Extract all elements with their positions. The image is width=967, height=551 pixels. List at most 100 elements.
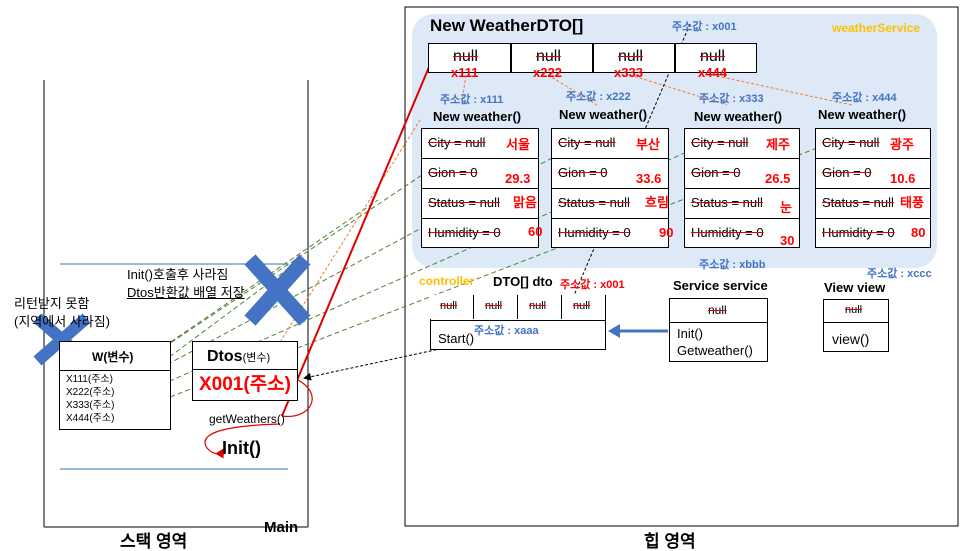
- humidity-value: 60: [528, 224, 543, 239]
- city-value: 제주: [766, 137, 790, 152]
- controller-null: null: [440, 300, 458, 312]
- service-method: Init(): [677, 326, 703, 341]
- array-cell-old: null: [453, 48, 478, 65]
- city-old: City = null: [428, 135, 486, 150]
- view-method: view(): [832, 331, 870, 347]
- controller-label: controller: [419, 274, 475, 288]
- dtos-variable-box: Dtos(변수) X001(주소): [192, 341, 298, 401]
- return-curve-right: [281, 379, 313, 417]
- gion-value: 10.6: [890, 171, 916, 186]
- view-null: null: [845, 304, 863, 316]
- controller-dto-array: [430, 295, 605, 319]
- status-value: 흐림: [645, 195, 669, 210]
- controller-null: null: [485, 300, 503, 312]
- array-cell-new: x111: [451, 65, 479, 80]
- note-dtos-store: Dtos반환값 배열 저장: [127, 285, 245, 300]
- array-cell-old: null: [618, 48, 643, 65]
- humidity-old: Humidity = 0: [428, 225, 501, 240]
- gion-old: Gion = 0: [691, 165, 741, 180]
- controller-null: null: [573, 300, 591, 312]
- array-cell-old: null: [536, 48, 561, 65]
- city-old: City = null: [691, 135, 749, 150]
- view-title: View view: [824, 280, 886, 295]
- humidity-value: 80: [911, 225, 926, 240]
- gion-old: Gion = 0: [822, 165, 872, 180]
- weather-object: [684, 128, 800, 248]
- heap-border: [404, 6, 959, 527]
- dtos-reference-line: [303, 335, 501, 381]
- array-title: New WeatherDTO[]: [430, 16, 584, 35]
- weather-object: [421, 128, 539, 248]
- weather-object: [551, 128, 669, 248]
- controller-start: Start(): [438, 331, 475, 346]
- object-address: 주소값 : x333: [699, 93, 764, 105]
- heap-caption: 힙 영역: [644, 532, 696, 551]
- x-mark-large: [244, 254, 311, 326]
- status-value: 눈: [780, 200, 792, 215]
- status-old: Status = null: [691, 195, 763, 210]
- w-variable-box: W(변수) X111(주소) X222(주소) X333(주소) X444(주소…: [59, 341, 171, 430]
- status-value: 맑음: [513, 195, 537, 210]
- humidity-old: Humidity = 0: [822, 225, 895, 240]
- humidity-value: 90: [659, 225, 674, 240]
- init-call: Init(): [222, 438, 261, 458]
- service-object: [669, 298, 768, 362]
- status-old: Status = null: [822, 195, 894, 210]
- w-item: X222(주소): [66, 387, 115, 398]
- status-value: 태풍: [900, 195, 924, 210]
- w-item: X444(주소): [66, 413, 115, 424]
- array-cell-old: null: [700, 48, 725, 65]
- city-value: 부산: [636, 137, 660, 152]
- controller-dto-address: 주소값 : x001: [560, 279, 625, 291]
- city-old: City = null: [558, 135, 616, 150]
- object-address: 주소값 : x111: [440, 94, 504, 106]
- gion-value: 29.3: [505, 171, 531, 186]
- service-null: null: [708, 303, 727, 317]
- return-arrow: [281, 59, 433, 417]
- object-address: 주소값 : x444: [832, 92, 897, 104]
- object-title: New weather(): [818, 107, 907, 122]
- array-cell-new: x444: [698, 65, 727, 80]
- view-address: 주소값 : xccc: [867, 268, 932, 280]
- gion-value: 26.5: [765, 171, 791, 186]
- note-init-disappears: Init()호출후 사라짐: [127, 267, 229, 282]
- array-cell-new: x222: [533, 65, 562, 80]
- humidity-old: Humidity = 0: [558, 225, 631, 240]
- note-noreturn-sub: (지역에서 사라짐): [14, 314, 110, 329]
- city-value: 광주: [890, 137, 914, 152]
- array-cell-new: x333: [614, 65, 643, 80]
- object-title: New weather(): [559, 107, 648, 122]
- humidity-value: 30: [780, 233, 795, 248]
- service-address: 주소값 : xbbb: [699, 259, 766, 271]
- array-to-object-lines: [461, 74, 853, 106]
- w-item: X111(주소): [66, 374, 113, 385]
- stack-caption: 스택 영역: [120, 532, 188, 551]
- service-method: Getweather(): [677, 343, 753, 358]
- status-old: Status = null: [558, 195, 630, 210]
- w-variable-label: W(변수): [92, 350, 134, 364]
- controller-dto: DTO[] dto: [493, 274, 553, 289]
- main-label: Main: [264, 519, 299, 536]
- object-title: New weather(): [433, 109, 522, 124]
- gion-old: Gion = 0: [428, 165, 478, 180]
- dtos-variable-label: Dtos(변수): [207, 348, 271, 365]
- object-address: 주소값 : x222: [566, 91, 631, 103]
- note-noreturn: 리턴받지 못함: [14, 296, 90, 311]
- city-value: 서울: [506, 137, 530, 152]
- weather-service-label: weatherService: [832, 21, 921, 35]
- gion-value: 33.6: [636, 171, 662, 186]
- object-title: New weather(): [694, 109, 783, 124]
- weather-object: [815, 128, 931, 248]
- view-object: [823, 299, 889, 352]
- gion-old: Gion = 0: [558, 165, 608, 180]
- dtos-value: X001(주소): [199, 374, 291, 395]
- weather-service-area: [412, 14, 937, 268]
- city-old: City = null: [822, 135, 880, 150]
- array-address: 주소값 : x001: [672, 21, 737, 33]
- service-title: Service service: [673, 278, 768, 293]
- return-curve-left: [204, 423, 281, 459]
- get-weathers-call: getWeathers(): [209, 412, 285, 426]
- w-item: X333(주소): [66, 400, 115, 411]
